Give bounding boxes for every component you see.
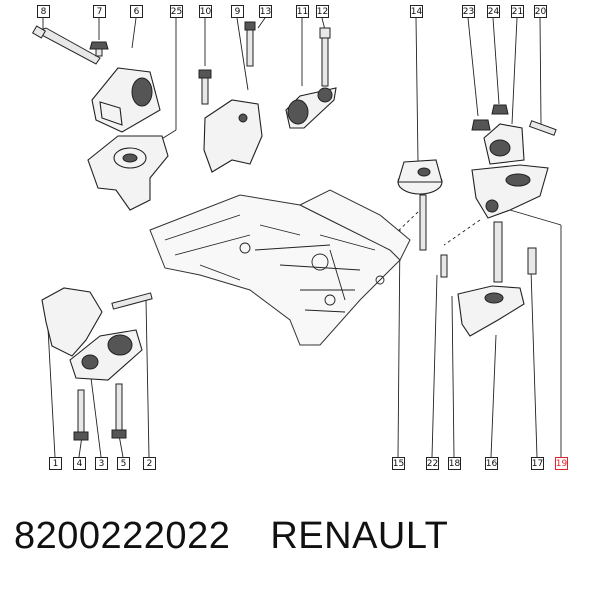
callout-11: 11 <box>296 5 309 18</box>
brand-name: RENAULT <box>270 515 449 557</box>
callout-10-top: 10 <box>199 5 212 18</box>
bracket-9 <box>203 99 263 173</box>
callout-22: 22 <box>426 457 439 470</box>
bracket-18 <box>457 285 525 337</box>
bolt-20 <box>528 120 557 136</box>
bolt-8 <box>31 25 101 65</box>
nut-24 <box>491 104 509 115</box>
callout-9: 9 <box>231 5 244 18</box>
nut-7 <box>89 41 109 57</box>
callout-13: 13 <box>259 5 272 18</box>
bolt-22 <box>440 254 448 278</box>
bracket-1 <box>41 287 103 357</box>
callout-2: 2 <box>143 457 156 470</box>
callout-8: 8 <box>37 5 50 18</box>
exploded-parts-diagram <box>31 17 562 458</box>
callout-3: 3 <box>95 457 108 470</box>
callout-5: 5 <box>117 457 130 470</box>
mount-6 <box>91 67 161 133</box>
callout-17: 17 <box>531 457 544 470</box>
callout-23: 23 <box>462 5 475 18</box>
bracket-25 <box>87 135 169 211</box>
part-number: 8200222022 <box>14 515 231 557</box>
nut-23 <box>471 119 491 131</box>
callout-4: 4 <box>73 457 86 470</box>
callout-7: 7 <box>93 5 106 18</box>
callout-20: 20 <box>534 5 547 18</box>
callout-12: 12 <box>316 5 329 18</box>
stud-16 <box>493 221 503 283</box>
bolt-2 <box>111 292 153 310</box>
mount-21 <box>483 123 525 165</box>
callout-1: 1 <box>49 457 62 470</box>
leader-lines <box>42 17 562 458</box>
bolt-17 <box>527 247 537 275</box>
callout-19-highlighted: 19 <box>555 457 568 470</box>
caption: 8200222022 RENAULT <box>14 515 448 575</box>
callout-21: 21 <box>511 5 524 18</box>
callout-25: 25 <box>170 5 183 18</box>
callout-6: 6 <box>130 5 143 18</box>
bolt-12 <box>319 27 331 87</box>
bolt-13 <box>244 21 256 67</box>
callout-16: 16 <box>485 457 498 470</box>
callout-14: 14 <box>410 5 423 18</box>
mount-14 <box>397 159 443 251</box>
bolt-5 <box>111 383 127 439</box>
subframe <box>149 189 411 346</box>
bolt-4 <box>73 389 89 441</box>
bolt-10 <box>198 69 212 105</box>
mount-3 <box>69 329 143 381</box>
link-11 <box>285 87 337 129</box>
callout-18: 18 <box>448 457 461 470</box>
callout-24: 24 <box>487 5 500 18</box>
bracket-19 <box>471 164 549 219</box>
callout-15: 15 <box>392 457 405 470</box>
